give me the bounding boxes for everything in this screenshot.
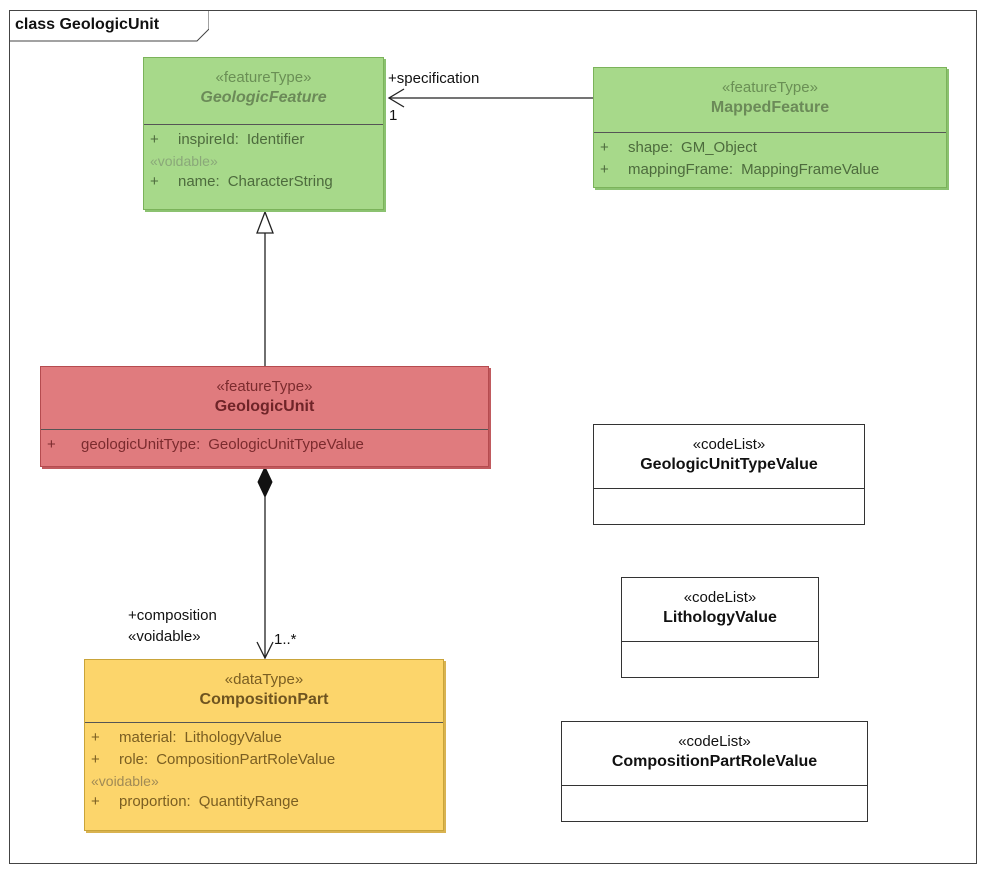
attribute-row: + name CharacterString xyxy=(150,171,383,193)
attribute-name: role xyxy=(119,749,148,771)
stereotype-label: «codeList» xyxy=(678,733,751,750)
attribute-compartment xyxy=(562,785,867,821)
class-composition-part[interactable]: «dataType» CompositionPart + material Li… xyxy=(84,659,444,831)
class-mapped-feature[interactable]: «featureType» MappedFeature + shape GM_O… xyxy=(593,67,947,188)
composition-arrowhead xyxy=(256,641,274,660)
visibility-marker: + xyxy=(91,793,100,810)
attribute-row: + material LithologyValue xyxy=(91,727,443,749)
attribute-type: CharacterString xyxy=(227,173,333,190)
specification-arrowhead xyxy=(387,88,405,108)
attribute-compartment: + material LithologyValue + role Composi… xyxy=(85,722,443,813)
class-geologic-unit[interactable]: «featureType» GeologicUnit + geologicUni… xyxy=(40,366,489,467)
voidable-stereotype: «voidable» xyxy=(150,153,218,169)
visibility-marker: + xyxy=(91,751,100,768)
attribute-name: material xyxy=(119,727,177,749)
attribute-compartment xyxy=(622,641,818,677)
frame-tab-shape xyxy=(9,10,209,42)
diagram-frame xyxy=(9,10,977,864)
class-geologic-feature[interactable]: «featureType» GeologicFeature + inspireI… xyxy=(143,57,384,210)
class-name: CompositionPart xyxy=(199,691,329,708)
attribute-row: + geologicUnitType GeologicUnitTypeValue xyxy=(47,434,488,456)
class-lithology-value[interactable]: «codeList» LithologyValue xyxy=(621,577,819,678)
stereotype-label: «featureType» xyxy=(216,378,313,395)
class-geologic-unit-type-value[interactable]: «codeList» GeologicUnitTypeValue xyxy=(593,424,865,525)
stereotype-label: «dataType» xyxy=(224,671,304,688)
attribute-compartment xyxy=(594,488,864,524)
visibility-marker: + xyxy=(150,173,159,190)
attribute-compartment: + inspireId Identifier «voidable» + name… xyxy=(144,124,383,193)
generalization-arrowhead xyxy=(256,210,274,234)
stereotype-label: «codeList» xyxy=(692,436,766,453)
attribute-type: Identifier xyxy=(246,131,305,148)
attribute-compartment: + geologicUnitType GeologicUnitTypeValue xyxy=(41,429,488,456)
visibility-marker: + xyxy=(47,436,56,453)
composition-multiplicity-label: 1..* xyxy=(274,631,297,648)
voidable-stereotype: «voidable» xyxy=(91,773,159,789)
frame-title: class GeologicUnit xyxy=(15,16,160,33)
composition-diamond xyxy=(257,465,273,499)
composition-stereotype-label: «voidable» xyxy=(128,628,201,645)
stereotype-label: «featureType» xyxy=(722,79,818,96)
composition-role-label: +composition xyxy=(128,607,217,624)
attribute-name: geologicUnitType xyxy=(81,434,200,456)
attribute-type: GM_Object xyxy=(681,139,757,156)
class-name: LithologyValue xyxy=(663,609,777,626)
class-composition-part-role-value[interactable]: «codeList» CompositionPartRoleValue xyxy=(561,721,868,822)
attribute-row: + inspireId Identifier xyxy=(150,129,383,151)
attribute-row: + mappingFrame MappingFrameValue xyxy=(600,159,946,181)
visibility-marker: + xyxy=(91,729,100,746)
class-name: CompositionPartRoleValue xyxy=(611,753,818,770)
attribute-row: + role CompositionPartRoleValue xyxy=(91,749,443,771)
stereotype-label: «featureType» xyxy=(215,69,312,86)
attribute-compartment: + shape GM_Object + mappingFrame Mapping… xyxy=(594,132,946,181)
attribute-name: name xyxy=(178,171,220,193)
class-name: GeologicUnitTypeValue xyxy=(640,456,818,473)
specification-multiplicity-label: 1 xyxy=(389,107,398,124)
attribute-name: shape xyxy=(628,137,673,159)
visibility-marker: + xyxy=(600,161,609,178)
attribute-type: LithologyValue xyxy=(184,729,282,746)
attribute-type: GeologicUnitTypeValue xyxy=(208,436,364,453)
attribute-name: mappingFrame xyxy=(628,159,733,181)
visibility-marker: + xyxy=(600,139,609,156)
attribute-row: + proportion QuantityRange xyxy=(91,791,443,813)
attribute-type: QuantityRange xyxy=(198,793,299,810)
attribute-type: CompositionPartRoleValue xyxy=(156,751,336,768)
class-name: GeologicFeature xyxy=(200,89,327,106)
class-name: GeologicUnit xyxy=(214,398,315,415)
class-name: MappedFeature xyxy=(710,99,830,116)
specification-role-label: +specification xyxy=(388,70,480,87)
attribute-row: + shape GM_Object xyxy=(600,137,946,159)
attribute-type: MappingFrameValue xyxy=(741,161,880,178)
visibility-marker: + xyxy=(150,131,159,148)
attribute-name: inspireId xyxy=(178,129,239,151)
stereotype-label: «codeList» xyxy=(683,589,757,606)
attribute-name: proportion xyxy=(119,791,191,813)
